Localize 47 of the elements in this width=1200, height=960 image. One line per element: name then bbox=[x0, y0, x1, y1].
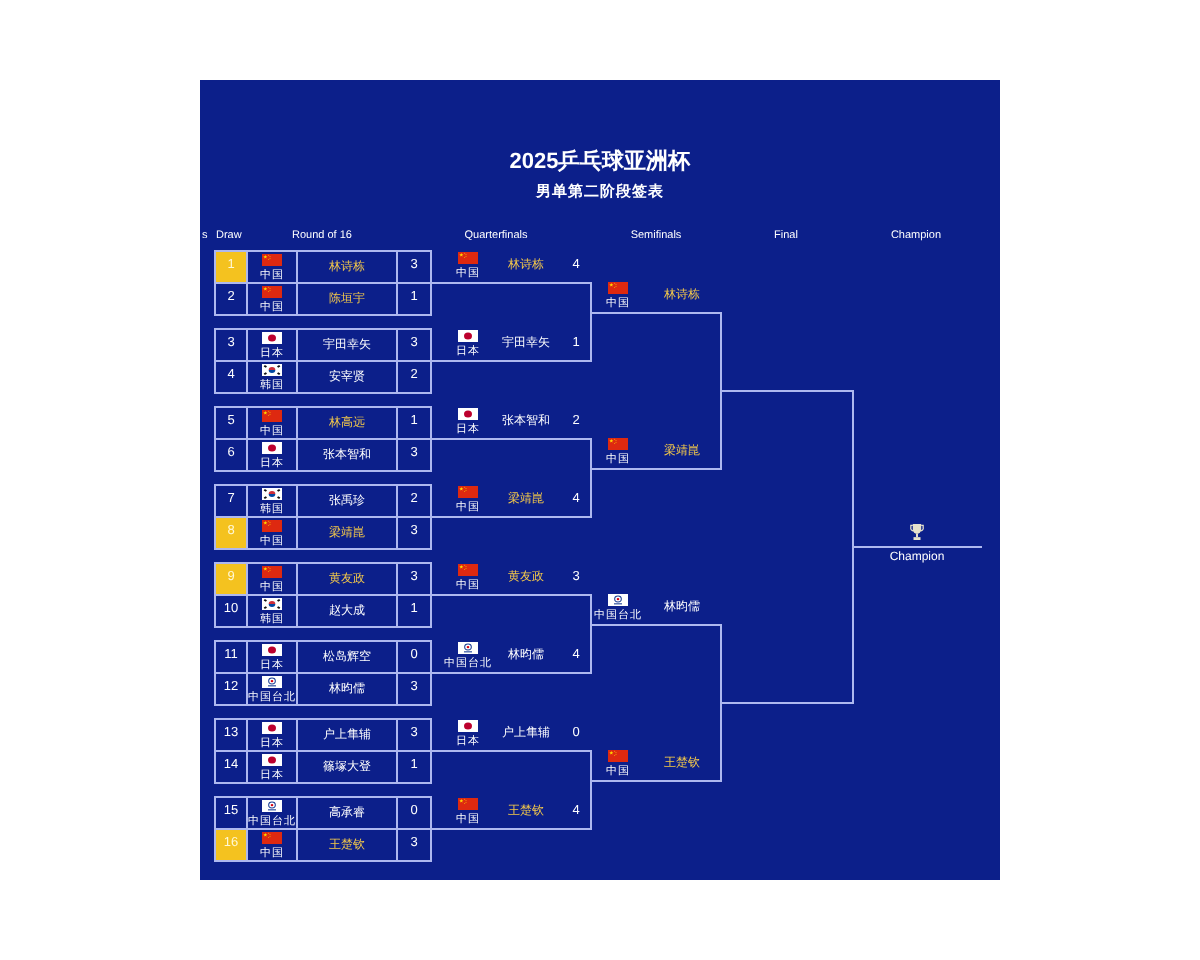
bracket-line bbox=[590, 750, 592, 782]
bracket-line bbox=[590, 438, 592, 470]
bracket-line bbox=[590, 594, 592, 626]
player-row bbox=[214, 640, 432, 674]
bracket-line bbox=[430, 750, 446, 752]
bracket-line bbox=[430, 594, 446, 596]
bracket-line bbox=[430, 828, 446, 830]
bracket-line bbox=[590, 780, 592, 830]
player-row bbox=[214, 672, 432, 706]
player-row bbox=[214, 328, 432, 362]
player-row bbox=[214, 282, 432, 316]
bracket-line bbox=[430, 282, 446, 284]
bracket-line bbox=[720, 390, 854, 548]
bracket-slot bbox=[444, 640, 592, 674]
player-row bbox=[214, 750, 432, 784]
bracket-line bbox=[590, 468, 592, 518]
player-row bbox=[214, 796, 432, 830]
player-row bbox=[214, 594, 432, 628]
player-row bbox=[214, 484, 432, 518]
bracket-slot bbox=[444, 718, 592, 752]
bracket-line bbox=[590, 624, 592, 674]
bracket-slot bbox=[590, 748, 722, 782]
player-row bbox=[214, 828, 432, 862]
bracket-line bbox=[430, 360, 446, 362]
bracket-slot bbox=[590, 436, 722, 470]
player-row bbox=[214, 562, 432, 596]
title: 2025乒乓球亚洲杯 bbox=[509, 149, 691, 175]
player-row bbox=[214, 360, 432, 394]
player-row bbox=[214, 250, 432, 284]
bracket-slot bbox=[444, 250, 592, 284]
bracket-line bbox=[430, 516, 446, 518]
player-row bbox=[214, 718, 432, 752]
bracket-line bbox=[430, 438, 446, 440]
bracket-line bbox=[590, 282, 592, 314]
player-row bbox=[214, 516, 432, 550]
bracket-line bbox=[720, 546, 854, 782]
player-row bbox=[214, 438, 432, 472]
bracket-slot bbox=[444, 796, 592, 830]
bracket-slot bbox=[444, 562, 592, 596]
player-row bbox=[214, 406, 432, 440]
bracket-slot bbox=[590, 592, 722, 626]
bracket-line bbox=[590, 312, 592, 362]
bracket-slot bbox=[444, 484, 592, 518]
bracket-slot bbox=[444, 406, 592, 440]
bracket-slot bbox=[590, 280, 722, 314]
bracket-slot bbox=[444, 328, 592, 362]
bracket-line bbox=[430, 672, 446, 674]
